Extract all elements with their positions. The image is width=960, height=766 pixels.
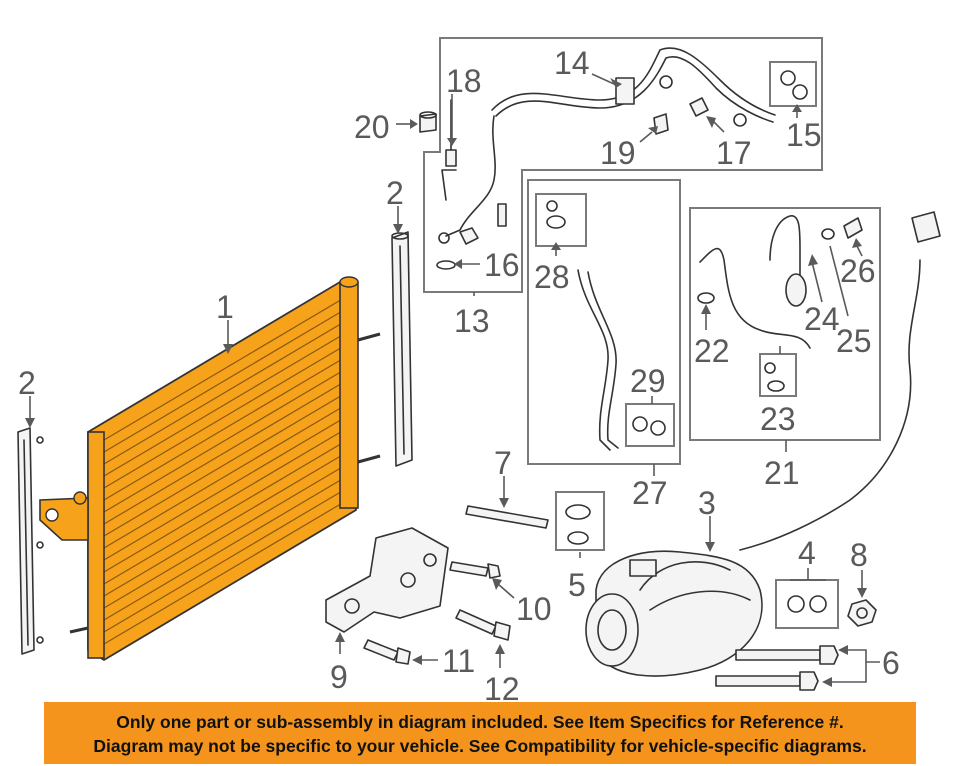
callout-6: 6 [882,645,900,681]
harness[interactable] [739,211,941,551]
condenser[interactable] [39,276,381,662]
oring-22[interactable] [697,292,715,304]
compressor[interactable] [585,550,763,677]
callout-26: 26 [840,253,876,289]
fitting-18[interactable] [445,99,457,167]
callout-2-left: 2 [18,365,36,401]
callout-2-right: 2 [386,175,404,211]
callout-17: 17 [716,135,752,171]
nut-16b[interactable] [459,227,479,245]
seal-kit-29[interactable] [625,403,675,447]
callout-19: 19 [600,135,636,171]
callout-22: 22 [694,333,730,369]
callout-9: 9 [330,659,348,695]
stud-7[interactable] [465,505,549,529]
callout-27: 27 [632,475,668,511]
bracket-9[interactable] [325,527,449,633]
callout-labels: 1 2 2 3 4 5 6 7 8 9 10 11 12 13 14 15 16… [18,45,900,707]
oring-25[interactable] [821,228,835,240]
callout-10: 10 [516,591,552,627]
disclaimer-line-1: Only one part or sub-assembly in diagram… [116,712,844,732]
seal-kit-4[interactable] [775,579,839,629]
sensor-26[interactable] [843,217,863,239]
callout-24: 24 [804,301,840,337]
oring-16[interactable] [436,260,456,270]
callout-7: 7 [494,445,512,481]
side-seal-left[interactable] [17,427,44,655]
seal-kit-23[interactable] [759,353,797,397]
hose-27[interactable] [577,269,619,451]
callout-3: 3 [698,485,716,521]
callout-8: 8 [850,537,868,573]
callout-11: 11 [442,643,475,679]
callout-12: 12 [484,671,520,707]
callout-15: 15 [786,117,822,153]
bolts-6[interactable] [715,645,839,691]
nut-8[interactable] [847,599,877,627]
callout-13: 13 [454,303,490,339]
side-seal-right[interactable] [391,231,413,467]
disclaimer-banner: Only one part or sub-assembly in diagram… [44,702,916,764]
callout-1: 1 [216,289,234,325]
bolt-12[interactable] [455,609,511,641]
cap-20[interactable] [419,111,437,133]
callout-28: 28 [534,259,570,295]
callout-4: 4 [798,535,816,571]
callout-23: 23 [760,401,796,437]
callout-18: 18 [446,63,482,99]
spring-clip[interactable] [497,203,507,227]
callout-25: 25 [836,323,872,359]
leader-lines [25,73,880,687]
callout-29: 29 [630,363,666,399]
sensor-17[interactable] [689,97,747,127]
callout-16: 16 [484,247,520,283]
seal-kit-28[interactable] [535,193,587,247]
seal-kit-15[interactable] [769,61,817,107]
disclaimer-line-2: Diagram may not be specific to your vehi… [93,736,867,756]
callout-5: 5 [568,567,586,603]
bolt-11[interactable] [363,639,411,665]
callout-20: 20 [354,109,390,145]
callout-14: 14 [554,45,590,81]
callout-21: 21 [764,455,800,491]
liquid-line-21[interactable] [699,215,811,349]
seal-kit-5[interactable] [555,491,605,551]
bolt-10[interactable] [449,561,501,579]
